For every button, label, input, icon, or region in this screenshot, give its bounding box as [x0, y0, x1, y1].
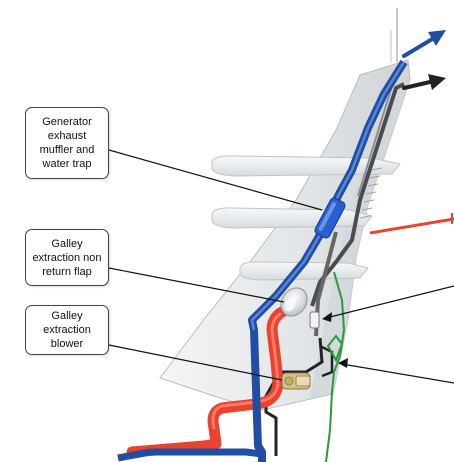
leader-blower	[108, 344, 283, 381]
drain-trap	[326, 334, 344, 363]
leader-right-lower	[338, 358, 454, 384]
sensor-unit	[309, 311, 320, 329]
inner-vent-duct	[310, 82, 405, 307]
leader-flap	[108, 267, 285, 303]
label-generator-muffler: Generator exhaust muffler and water trap	[39, 116, 95, 170]
callout-galley-blower: Galley extraction blower	[25, 305, 109, 355]
drain-line	[325, 271, 346, 462]
callout-generator-muffler: Generator exhaust muffler and water trap	[25, 107, 109, 179]
leader-right-upper	[322, 285, 454, 322]
galley-blower	[281, 372, 311, 390]
exhaust-pipe-lower	[117, 448, 263, 462]
inner-vent-duct-light	[357, 85, 393, 197]
generator-muffler	[314, 197, 346, 239]
vent-grill	[359, 167, 383, 219]
galley-flap	[280, 287, 308, 317]
leader-generator	[108, 149, 323, 211]
label-galley-flap: Galley extraction non return flap	[32, 237, 102, 278]
callout-galley-flap: Galley extraction non return flap	[25, 229, 109, 286]
red-line-right	[369, 217, 454, 235]
mast-casing-shade	[310, 80, 410, 398]
fin-middle	[211, 207, 373, 229]
arrow-up-right-icon	[402, 30, 446, 58]
arrow-right-icon	[402, 74, 446, 90]
label-galley-blower: Galley extraction blower	[43, 310, 91, 350]
black-line-2	[319, 344, 334, 378]
galley-duct-highlight	[211, 312, 282, 430]
